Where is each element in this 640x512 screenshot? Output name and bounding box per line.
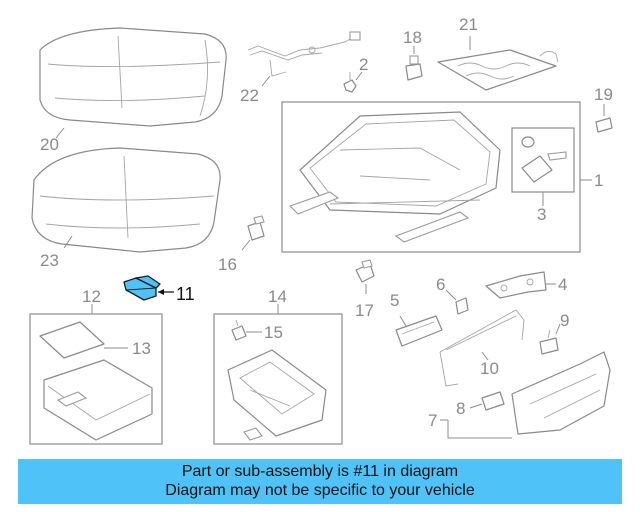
part-15-bulb[interactable] [231, 319, 247, 341]
part-4-bracket[interactable] [485, 271, 547, 299]
label-10: 10 [480, 359, 499, 378]
label-9: 9 [560, 311, 569, 330]
leader-22 [261, 75, 271, 87]
part-12-tray[interactable] [43, 359, 153, 441]
label-14: 14 [268, 287, 287, 306]
part-3-recliner-parts[interactable] [521, 136, 567, 183]
part-6-clip[interactable] [455, 297, 469, 315]
label-1: 1 [594, 171, 603, 190]
label-17: 17 [355, 301, 374, 320]
part-21-heater-mat[interactable] [437, 49, 559, 91]
label-12: 12 [82, 287, 101, 306]
label-20: 20 [40, 135, 59, 154]
part-13-pad[interactable] [39, 321, 105, 359]
label-21: 21 [459, 15, 478, 34]
leader-7 [447, 420, 512, 439]
label-19: 19 [594, 85, 613, 104]
part-10-frame-wire[interactable] [439, 309, 525, 387]
part-17-clip[interactable] [355, 259, 375, 283]
info-banner: Part or sub-assembly is #11 in diagram D… [18, 459, 622, 504]
part-5-side-trim[interactable] [395, 315, 443, 347]
part-18-connector[interactable] [405, 55, 423, 81]
part-23-cushion-cover[interactable] [31, 147, 221, 253]
label-22: 22 [240, 86, 259, 105]
part-1-box [281, 101, 581, 253]
leader-10 [481, 351, 489, 361]
part-2-clip[interactable] [343, 72, 357, 93]
part-20-cushion-pad[interactable] [39, 27, 227, 127]
part-19-bracket[interactable] [595, 117, 613, 133]
label-13: 13 [132, 339, 151, 358]
arrowhead-11 [158, 289, 164, 295]
label-8: 8 [456, 399, 465, 418]
leader-2 [355, 71, 363, 81]
part-12-box [29, 313, 163, 445]
label-6: 6 [436, 275, 445, 294]
label-18: 18 [403, 28, 422, 47]
part-14-box [213, 313, 343, 445]
leader-16 [241, 239, 251, 251]
label-11: 11 [176, 284, 195, 304]
label-16: 16 [218, 255, 237, 274]
part-22-wire-harness[interactable] [247, 31, 361, 77]
label-15: 15 [264, 323, 283, 342]
label-3: 3 [537, 205, 546, 224]
leader-6 [445, 289, 457, 301]
part-11-highlighted[interactable] [123, 275, 161, 301]
leader-20 [55, 127, 65, 139]
leader-5 [399, 315, 407, 327]
leader-9 [555, 323, 561, 335]
leader-8 [469, 403, 483, 409]
banner-line-1: Part or sub-assembly is #11 in diagram [181, 463, 459, 480]
label-5: 5 [390, 291, 399, 310]
banner-line-2: Diagram may not be specific to your vehi… [165, 482, 475, 499]
part-16-clip[interactable] [247, 215, 265, 241]
part-8-clip[interactable] [481, 391, 505, 411]
part-14-housing[interactable] [227, 349, 327, 441]
label-4: 4 [558, 275, 567, 294]
label-7: 7 [428, 411, 437, 430]
leader-23 [63, 235, 73, 249]
label-2: 2 [359, 55, 368, 74]
part-9-socket[interactable] [539, 329, 559, 355]
label-23: 23 [40, 251, 59, 270]
part-7-side-shield[interactable] [511, 351, 611, 435]
part-1-seat-frame[interactable] [288, 111, 501, 243]
